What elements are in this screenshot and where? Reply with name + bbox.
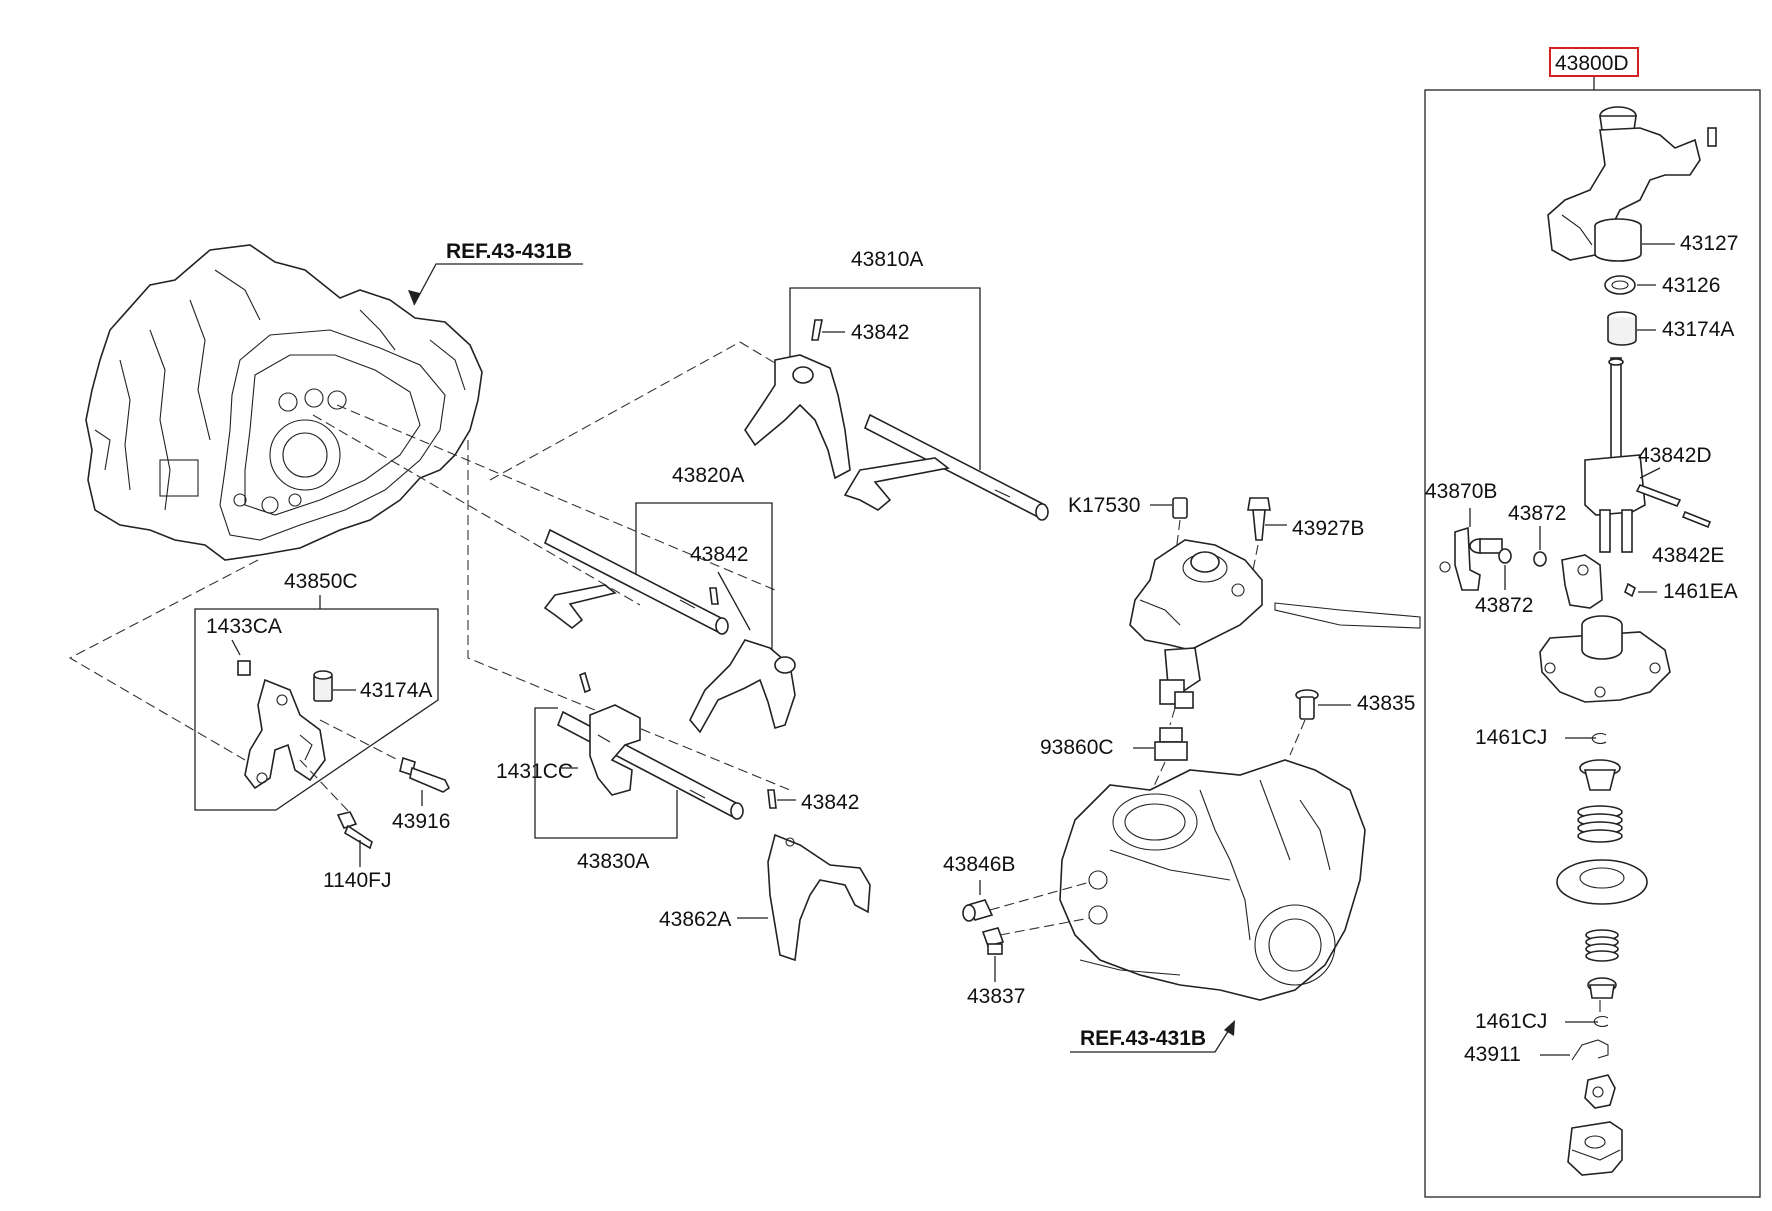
align-43835 xyxy=(1289,719,1306,756)
pin-43842-c[interactable] xyxy=(767,789,777,809)
label-43872-b: 43872 xyxy=(1475,594,1533,617)
part-43837-plug[interactable] xyxy=(981,927,1005,955)
part-43916-bolt[interactable] xyxy=(399,756,451,793)
box-43850C xyxy=(194,608,439,811)
ref-label-bottom: REF.43-431B xyxy=(1080,1027,1206,1050)
part-43850C-lever[interactable] xyxy=(244,678,326,790)
label-43850C: 43850C xyxy=(284,570,358,593)
inset-box-43800D xyxy=(1424,89,1761,1198)
part-43174A-bushing-left[interactable] xyxy=(313,670,333,702)
part-43127-weight[interactable] xyxy=(1594,218,1642,262)
assembly-highlight-box xyxy=(1549,47,1639,77)
align-1140FJ xyxy=(299,759,353,816)
pointer-to-inset xyxy=(1274,602,1421,629)
label-1461CJ-b: 1461CJ xyxy=(1475,1010,1547,1033)
label-1461CJ-a: 1461CJ xyxy=(1475,726,1547,749)
label-43842E: 43842E xyxy=(1652,544,1724,567)
part-43872-washer-b[interactable] xyxy=(1498,548,1512,564)
ref-label-top: REF.43-431B xyxy=(446,240,572,263)
part-43862A-fork[interactable] xyxy=(767,833,871,962)
part-shift-lever-top[interactable] xyxy=(1547,106,1717,261)
label-43127: 43127 xyxy=(1680,232,1738,255)
part-43842E-pin[interactable] xyxy=(1681,510,1712,529)
part-43846B-plug[interactable] xyxy=(962,899,994,922)
label-43916: 43916 xyxy=(392,810,450,833)
part-43830A-fork-rail[interactable] xyxy=(556,704,744,820)
shift-tower-assembly[interactable] xyxy=(1129,539,1263,709)
part-tower-cover[interactable] xyxy=(1539,615,1671,703)
label-1140FJ: 1140FJ xyxy=(323,869,392,892)
label-43911: 43911 xyxy=(1464,1043,1521,1066)
align-93860C xyxy=(1169,707,1176,726)
bracket-43810A xyxy=(789,287,981,470)
label-43810A: 43810A xyxy=(851,248,923,271)
pin-43842-a[interactable] xyxy=(811,319,823,341)
label-43174A-right: 43174A xyxy=(1662,318,1734,341)
label-43842-c: 43842 xyxy=(801,791,859,814)
label-43842-b: 43842 xyxy=(690,543,748,566)
label-43835: 43835 xyxy=(1357,692,1415,715)
part-detent-bracket[interactable] xyxy=(1584,1074,1616,1109)
part-spring-seat-lower[interactable] xyxy=(1587,977,1617,999)
label-43862A: 43862A xyxy=(659,908,731,931)
pin-1431CC[interactable] xyxy=(579,671,591,694)
part-spring-upper[interactable] xyxy=(1577,805,1623,843)
part-1461EA-clip[interactable] xyxy=(1624,582,1636,598)
label-43842D: 43842D xyxy=(1638,444,1712,467)
label-43870B: 43870B xyxy=(1425,480,1497,503)
part-43870B-bracket[interactable] xyxy=(1439,526,1503,591)
part-93860C-switch[interactable] xyxy=(1154,727,1188,761)
label-K17530: K17530 xyxy=(1068,494,1140,517)
label-43927B: 43927B xyxy=(1292,517,1364,540)
align-43837 xyxy=(999,917,1091,936)
bracket-43820A xyxy=(635,502,773,665)
label-43846B: 43846B xyxy=(943,853,1015,876)
part-43842D-pin[interactable] xyxy=(1635,483,1682,508)
align-43846B xyxy=(989,881,1091,911)
label-1433CA: 1433CA xyxy=(206,615,282,638)
part-1140FJ-bolt[interactable] xyxy=(336,811,373,850)
label-43800D[interactable]: 43800D xyxy=(1555,52,1629,75)
pin-43842-b[interactable] xyxy=(709,587,719,605)
transmission-case-right[interactable] xyxy=(1059,759,1366,1001)
ref-top-arrowhead xyxy=(408,290,420,305)
part-lower-selector[interactable] xyxy=(1567,1121,1623,1176)
part-43174A-bushing-right[interactable] xyxy=(1607,311,1637,346)
label-43842-a: 43842 xyxy=(851,321,909,344)
label-43872-a: 43872 xyxy=(1508,502,1566,525)
part-spring-plate[interactable] xyxy=(1556,859,1648,905)
label-43126: 43126 xyxy=(1662,274,1720,297)
leader-43842-b xyxy=(717,571,751,631)
bracket-43830A xyxy=(534,707,678,839)
part-spring-seat-upper[interactable] xyxy=(1579,759,1621,791)
part-43927B-bolt[interactable] xyxy=(1247,497,1271,541)
ref-bottom-arrowhead xyxy=(1224,1020,1235,1036)
part-43810A-fork-rail[interactable] xyxy=(744,354,1049,521)
part-43911-spring[interactable] xyxy=(1571,1039,1609,1061)
transmission-case-left[interactable] xyxy=(85,244,483,561)
part-43835-plug[interactable] xyxy=(1295,689,1319,720)
label-43820A: 43820A xyxy=(672,464,744,487)
leader-1433CA xyxy=(231,639,241,656)
part-control-shaft[interactable] xyxy=(1584,357,1646,553)
ref-top-leader xyxy=(413,263,583,306)
part-43126-seal[interactable] xyxy=(1604,275,1636,295)
label-43174A-left: 43174A xyxy=(360,679,432,702)
part-43820A-fork-rail[interactable] xyxy=(543,528,796,734)
part-select-lever[interactable] xyxy=(1561,554,1603,609)
label-43837: 43837 xyxy=(967,985,1025,1008)
label-93860C: 93860C xyxy=(1040,736,1114,759)
part-1433CA-pin[interactable] xyxy=(237,660,251,676)
ref-bottom-leader xyxy=(1070,1024,1233,1053)
part-K17530-sensor[interactable] xyxy=(1172,497,1188,519)
part-43872-washer-a[interactable] xyxy=(1533,551,1547,567)
label-1461EA: 1461EA xyxy=(1663,580,1738,603)
part-spring-lower[interactable] xyxy=(1585,929,1619,962)
label-43830A: 43830A xyxy=(577,850,649,873)
leader-43842D xyxy=(1639,467,1661,479)
